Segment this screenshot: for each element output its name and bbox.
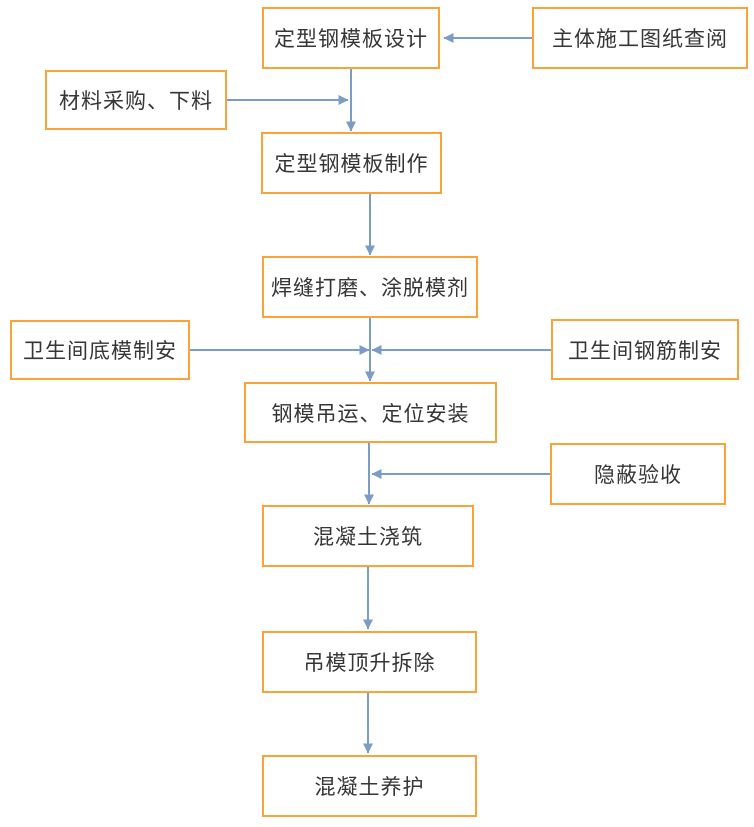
flow-node-concealed-acceptance: 隐蔽验收 <box>550 443 726 505</box>
flow-node-fabrication: 定型钢模板制作 <box>261 132 442 194</box>
flow-node-label: 材料采购、下料 <box>59 89 213 113</box>
flow-node-label: 焊缝打磨、涂脱模剂 <box>271 276 469 300</box>
flow-node-label: 定型钢模板制作 <box>274 152 429 176</box>
flow-node-bathroom-bottom-form: 卫生间底模制安 <box>10 320 190 380</box>
flow-node-label: 隐蔽验收 <box>594 463 682 487</box>
flow-node-label: 卫生间钢筋制安 <box>568 338 722 363</box>
flow-node-concrete-pouring: 混凝土浇筑 <box>262 505 474 567</box>
flow-node-formwork-removal: 吊模顶升拆除 <box>262 631 477 693</box>
flow-node-bathroom-rebar: 卫生间钢筋制安 <box>551 319 739 380</box>
flow-node-label: 定型钢模板设计 <box>274 27 428 51</box>
flow-node-label: 混凝土浇筑 <box>313 525 423 549</box>
flow-node-material-procurement: 材料采购、下料 <box>45 70 227 130</box>
flow-node-label: 钢模吊运、定位安装 <box>271 401 470 426</box>
flow-node-drawing-review: 主体施工图纸查阅 <box>532 7 748 69</box>
flow-node-concrete-curing: 混凝土养护 <box>262 755 477 817</box>
flow-node-label: 主体施工图纸查阅 <box>552 27 728 51</box>
flow-node-design: 定型钢模板设计 <box>262 7 440 69</box>
flow-node-label: 卫生间底模制安 <box>23 339 177 363</box>
flow-node-label: 混凝土养护 <box>314 775 425 799</box>
flow-node-weld-grinding: 焊缝打磨、涂脱模剂 <box>262 256 478 318</box>
flow-node-hoisting-install: 钢模吊运、定位安装 <box>244 382 497 443</box>
flow-node-label: 吊模顶升拆除 <box>303 651 436 675</box>
